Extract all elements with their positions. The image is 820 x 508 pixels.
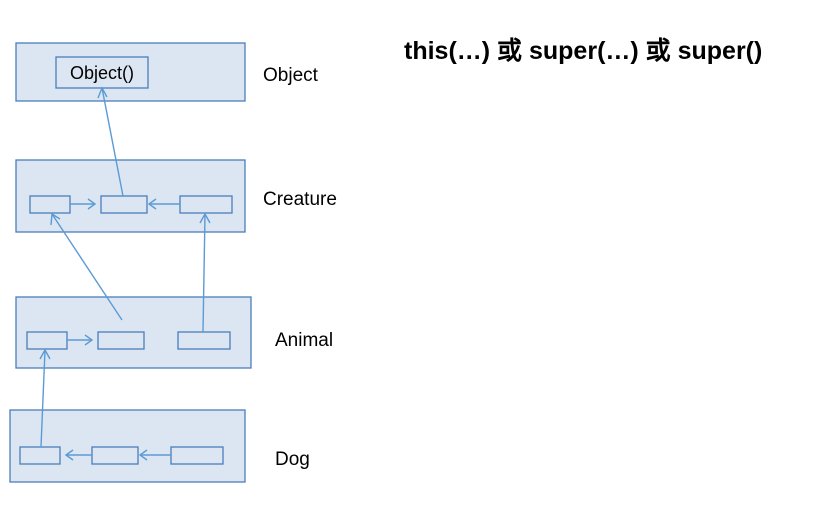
class-object: Object() Object [15, 42, 319, 102]
class-animal: Animal [15, 296, 333, 369]
constructor-animal-3 [177, 331, 231, 350]
constructor-object-label: Object() [70, 63, 134, 83]
constructor-dog-2 [91, 446, 139, 465]
constructor-animal-1 [26, 331, 68, 350]
constructor-animal-2 [97, 331, 145, 350]
arrow-creature-1-to-2 [70, 198, 97, 210]
class-label-dog: Dog [275, 449, 310, 470]
class-label-object: Object [263, 65, 319, 86]
class-box-dog [9, 409, 246, 483]
arrow-animal-3-to-creature-3 [199, 212, 211, 333]
arrow-dog-3-to-2 [138, 449, 171, 461]
arrow-dog-2-to-1 [64, 449, 92, 461]
constructor-object [55, 56, 149, 89]
arrow-creature-3-to-2 [147, 198, 180, 210]
constructor-creature-2 [100, 195, 148, 214]
class-creature: Creature [15, 159, 337, 233]
constructor-creature-1 [29, 195, 71, 214]
constructor-creature-3 [179, 195, 233, 214]
class-dog: Dog [9, 409, 310, 483]
arrow-creature-to-object [97, 86, 124, 197]
arrow-animal-2-to-creature-1 [50, 212, 123, 321]
arrow-animal-1-to-2 [67, 334, 94, 346]
constructor-dog-3 [170, 446, 224, 465]
class-label-animal: Animal [275, 330, 333, 351]
arrow-dog-1-to-animal-1 [39, 348, 51, 448]
title: this(…) 或 super(…) 或 super() [404, 37, 763, 65]
class-label-creature: Creature [263, 189, 337, 210]
constructor-dog-1 [19, 446, 61, 465]
